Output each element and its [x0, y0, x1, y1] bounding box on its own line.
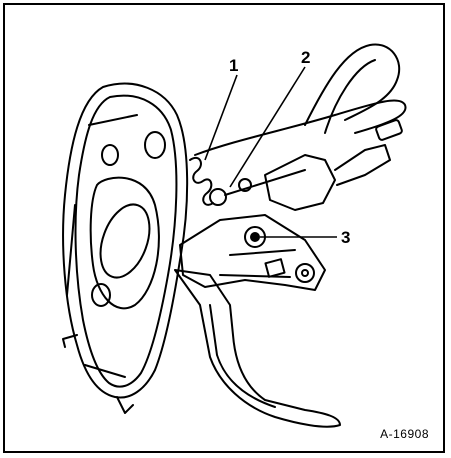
leader-line-1 — [204, 74, 238, 161]
return-spring — [189, 156, 214, 206]
pivot-bracket — [179, 214, 326, 291]
leader-line-2 — [229, 66, 306, 188]
callout-1: 1 — [229, 56, 238, 75]
callout-3: 3 — [341, 228, 350, 247]
pedal-assembly-illustration: 1 2 3 — [62, 43, 407, 428]
callout-2: 2 — [301, 48, 310, 67]
pedal-lever — [174, 269, 341, 428]
mounting-plate — [62, 82, 189, 399]
master-cylinder — [264, 154, 336, 211]
figure-frame: 1 2 3 A-16908 — [3, 3, 445, 453]
figure-reference: A-16908 — [380, 427, 429, 441]
fluid-line — [194, 99, 407, 156]
